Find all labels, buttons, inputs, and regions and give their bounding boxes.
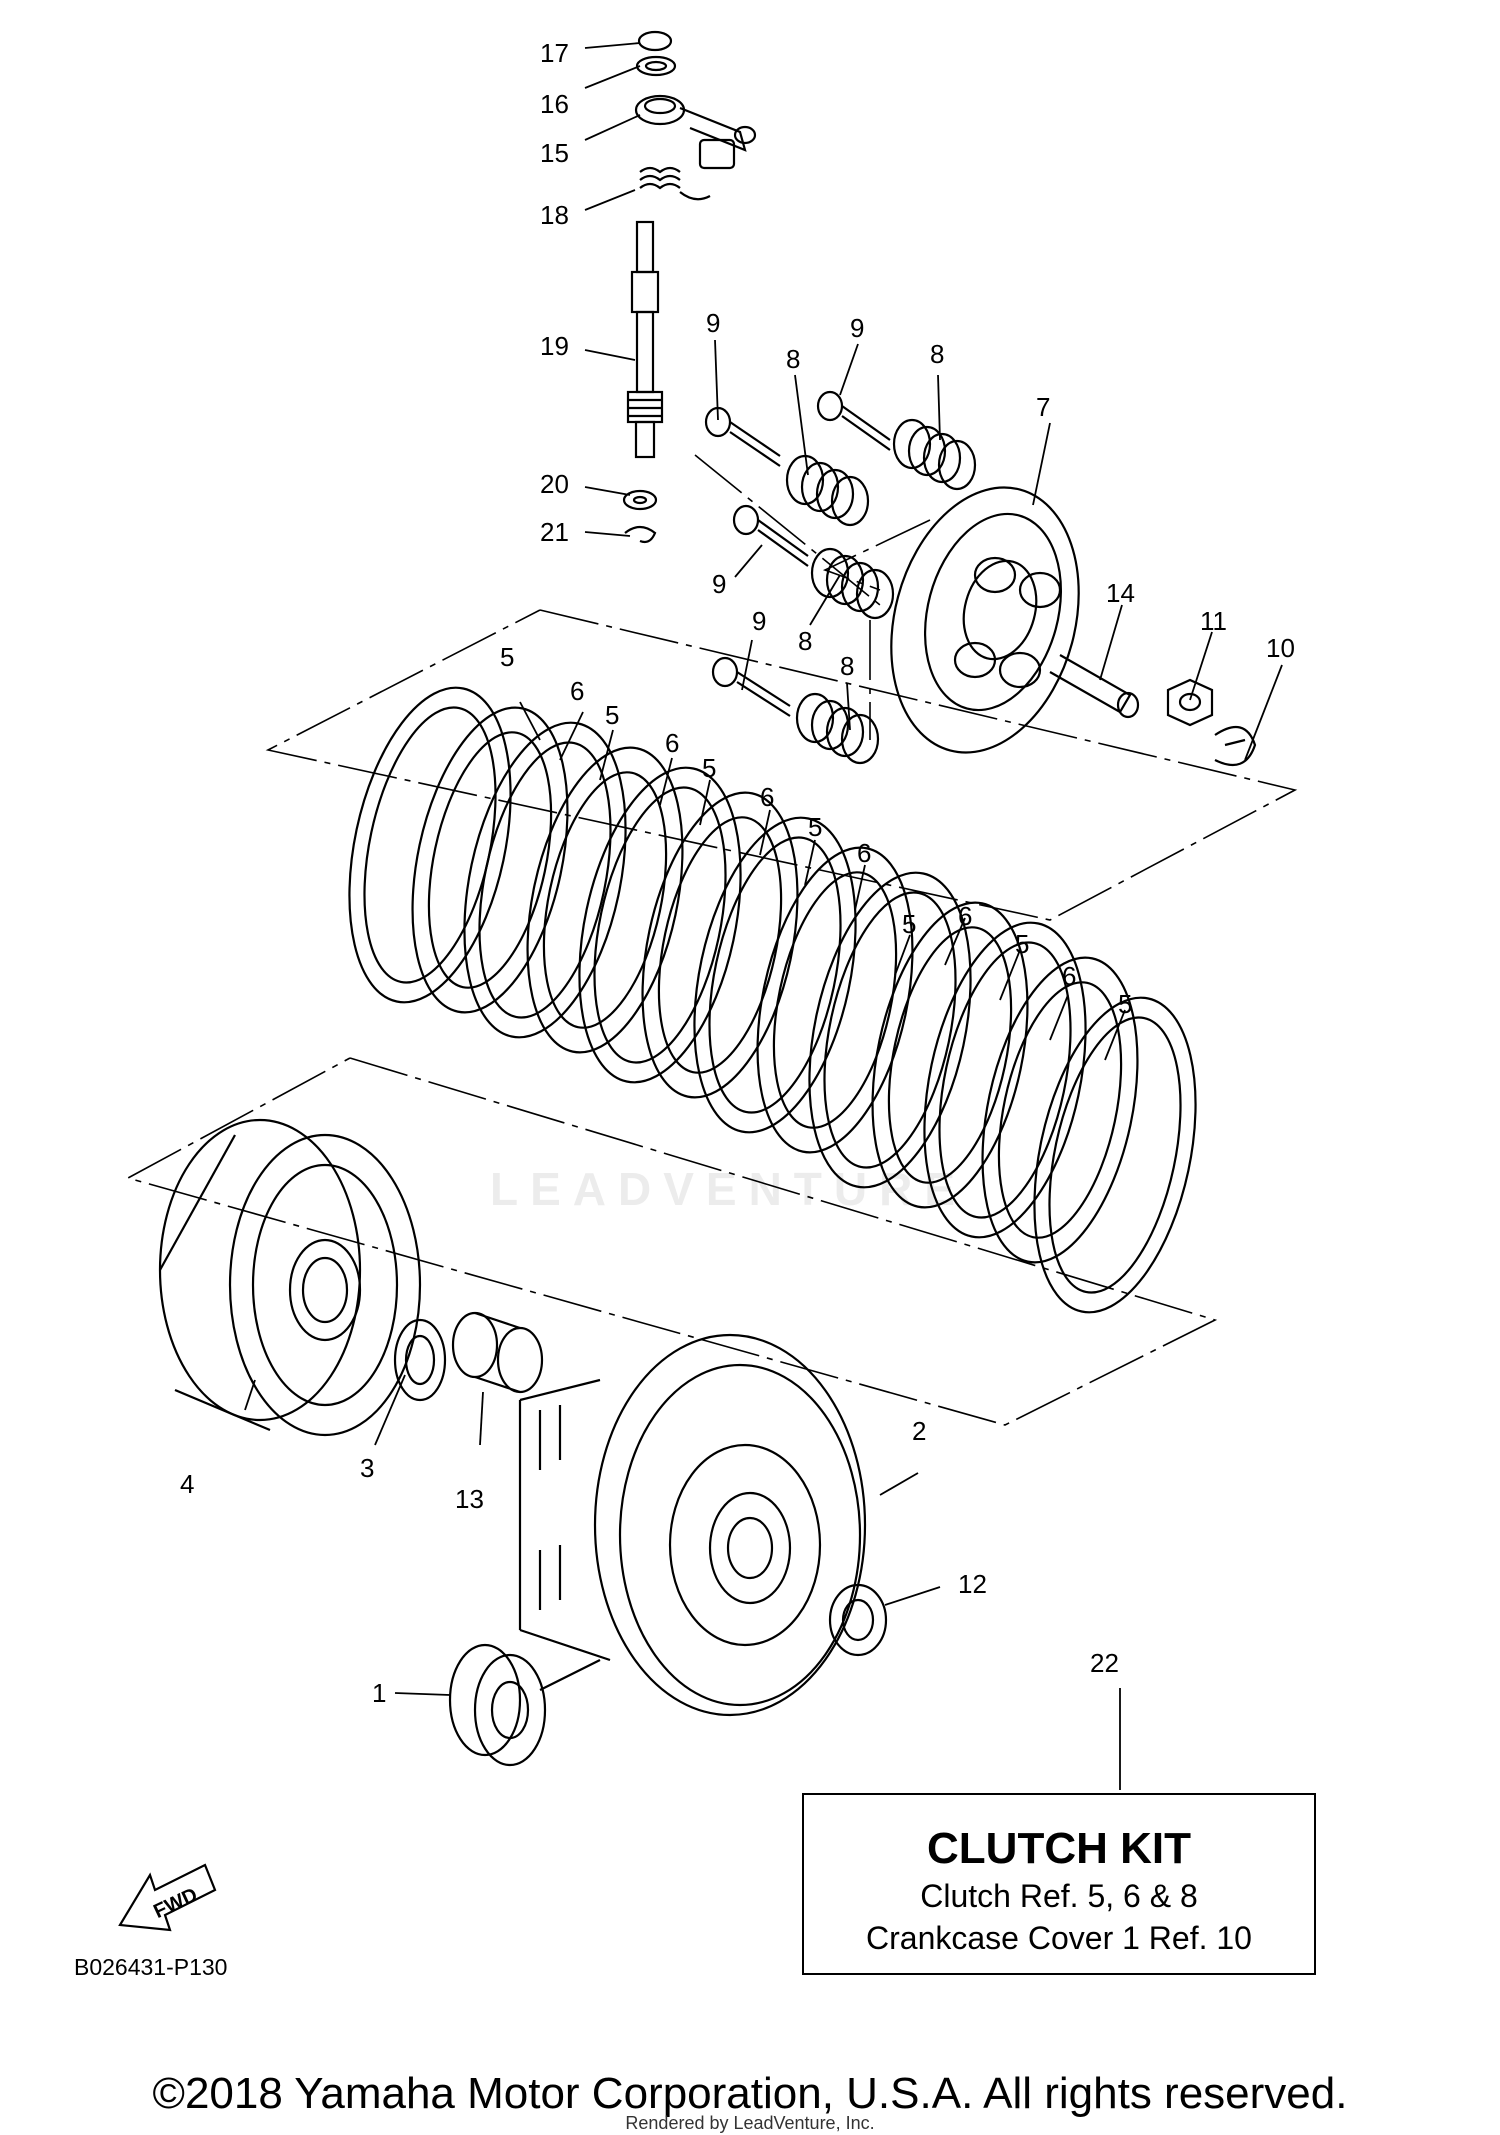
collar-bushing — [451, 1311, 544, 1394]
callout-21: 21 — [540, 517, 569, 547]
clutch-housing — [518, 1333, 867, 1717]
primary-drive-gear — [448, 1643, 601, 1767]
rendered-by-notice: Rendered by LeadVenture, Inc. — [625, 2113, 875, 2133]
callout-12: 12 — [958, 1569, 987, 1599]
kit-line-clutch: Clutch Ref. 5, 6 & 8 — [920, 1878, 1198, 1914]
callout-5: 5 — [1015, 929, 1029, 959]
diagram-code: B026431-P130 — [74, 1954, 228, 1980]
callout-6: 6 — [1062, 961, 1076, 991]
callout-8: 8 — [840, 651, 854, 681]
clutch-plate-stack — [348, 686, 1197, 1314]
watermark: LEADVENTURE — [490, 1163, 968, 1215]
callout-3: 3 — [360, 1453, 374, 1483]
callout-5: 5 — [1118, 989, 1132, 1019]
callout-17: 17 — [540, 38, 569, 68]
pressure-plate — [890, 486, 1257, 767]
callout-11: 11 — [1200, 606, 1227, 636]
copyright-notice: ©2018 Yamaha Motor Corporation, U.S.A. A… — [152, 2069, 1348, 2118]
callout-9: 9 — [712, 569, 726, 599]
push-lever-assembly — [622, 30, 757, 544]
pressure-bolts-and-springs — [704, 390, 977, 765]
callout-9: 9 — [706, 308, 720, 338]
callout-6: 6 — [760, 782, 774, 812]
callout-9: 9 — [850, 313, 864, 343]
callout-5: 5 — [605, 700, 619, 730]
callout-2: 2 — [912, 1416, 926, 1446]
callout-6: 6 — [570, 676, 584, 706]
callout-18: 18 — [540, 200, 569, 230]
assembly-guide-lines — [125, 454, 1298, 1426]
callout-5: 5 — [702, 753, 716, 783]
clutch-kit-box: CLUTCH KIT Clutch Ref. 5, 6 & 8 Crankcas… — [802, 1793, 1316, 1975]
callout-19: 19 — [540, 331, 569, 361]
thrust-washer — [393, 1318, 447, 1402]
forward-arrow-icon — [118, 1863, 217, 1932]
callout-10: 10 — [1266, 633, 1295, 663]
kit-title: CLUTCH KIT — [927, 1824, 1191, 1873]
housing-washer — [828, 1583, 888, 1657]
callout-8: 8 — [798, 626, 812, 656]
callout-6: 6 — [958, 901, 972, 931]
callout-16: 16 — [540, 89, 569, 119]
callout-14: 14 — [1106, 578, 1135, 608]
clutch-boss — [158, 1118, 422, 1437]
callout-5: 5 — [902, 909, 916, 939]
callout-5: 5 — [500, 642, 514, 672]
callout-13: 13 — [455, 1484, 484, 1514]
callout-22: 22 — [1090, 1648, 1119, 1678]
callout-6: 6 — [857, 838, 871, 868]
callout-9: 9 — [752, 606, 766, 636]
leader-lines — [244, 42, 1283, 1790]
callout-15: 15 — [540, 138, 569, 168]
callout-5: 5 — [808, 812, 822, 842]
kit-line-crankcase: Crankcase Cover 1 Ref. 10 — [866, 1920, 1252, 1956]
callout-1: 1 — [372, 1678, 386, 1708]
callout-4: 4 — [180, 1469, 194, 1499]
callout-6: 6 — [665, 728, 679, 758]
callout-8: 8 — [930, 339, 944, 369]
callout-20: 20 — [540, 469, 569, 499]
callout-8: 8 — [786, 344, 800, 374]
callout-7: 7 — [1036, 392, 1050, 422]
